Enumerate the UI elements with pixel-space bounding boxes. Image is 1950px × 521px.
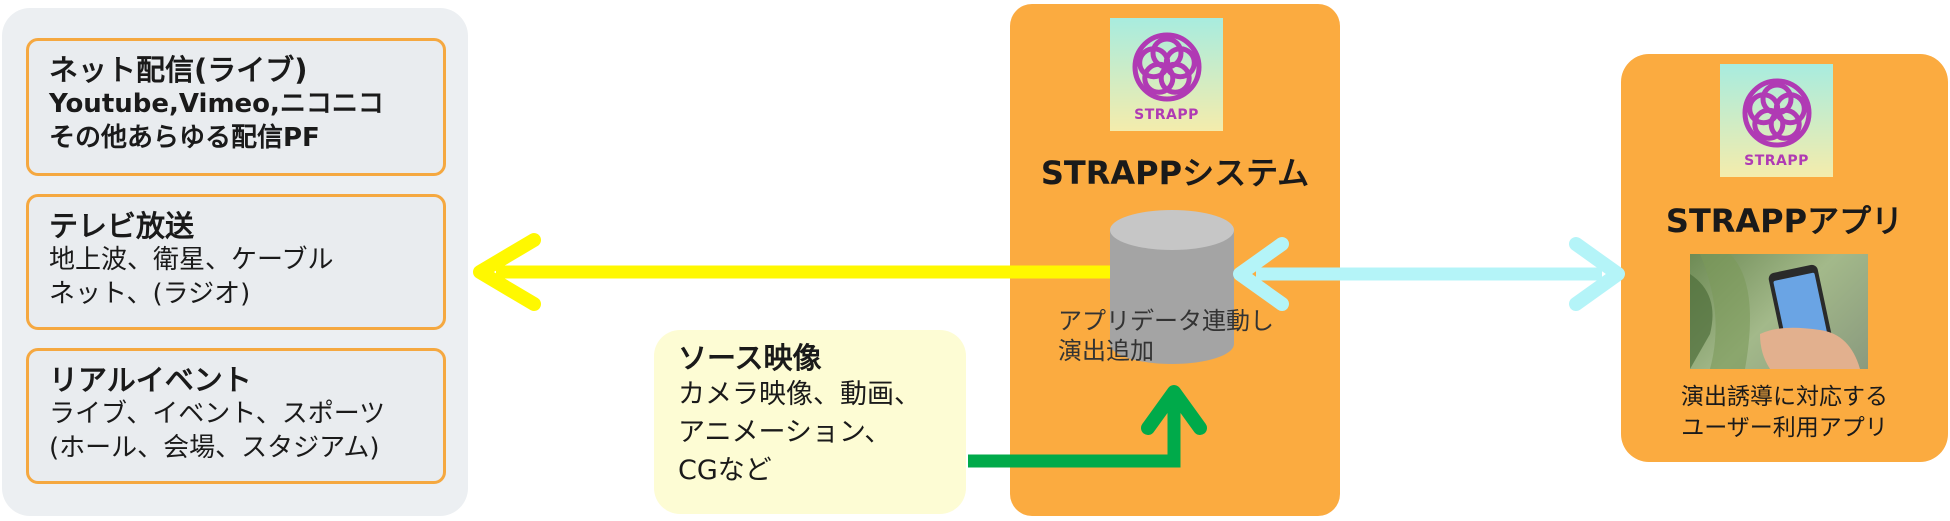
source-line-2: アニメーション、 [678,417,892,448]
strapp-app-caption-line-1: 演出誘導に対応する [1681,384,1888,410]
strapp-app-logo-text: STRAPP [1744,153,1809,169]
card-title-net-streaming: ネット配信(ライブ) [49,53,308,87]
phone-in-hand-icon [1690,254,1860,369]
card-tv-broadcast: テレビ放送 地上波、衛星、ケーブル ネット、(ラジオ) [26,194,446,330]
strapp-system-caption-line-2: 演出追加 [1058,337,1154,365]
source-line-1: カメラ映像、動画、 [678,379,921,410]
card-real-event: リアルイベント ライブ、イベント、スポーツ (ホール、会場、スタジアム) [26,348,446,484]
cyan-bidirectional-arrow [1233,237,1625,311]
strapp-app-caption-line-2: ユーザー利用アプリ [1681,415,1888,441]
strapp-system-caption-line-1: アプリデータ連動し [1058,307,1274,335]
strapp-system-logo-text: STRAPP [1134,107,1199,123]
strapp-app-title: STRAPPアプリ [1665,202,1904,240]
strapp-flower-icon [1132,32,1201,102]
source-line-3: CGなど [678,455,772,486]
card-net-streaming: ネット配信(ライブ) Youtube,Vimeo,ニコニコ その他あらゆる配信P… [26,38,446,176]
strapp-system-logo: STRAPP [1110,18,1223,131]
card-line-real-event-2: (ホール、会場、スタジアム) [49,433,380,463]
strapp-system-caption: アプリデータ連動し 演出追加 [1058,306,1274,366]
source-title: ソース映像 [678,341,822,375]
card-title-tv-broadcast: テレビ放送 [49,209,195,243]
card-line-tv-broadcast-2: ネット、(ラジオ) [49,279,251,309]
card-line-net-streaming-1: Youtube,Vimeo,ニコニコ [49,89,384,119]
strapp-app-logo: STRAPP [1720,64,1833,177]
strapp-system-title: STRAPPシステム [1040,154,1310,192]
yellow-arrow-to-outputs [473,233,1110,311]
source-video-box: ソース映像 カメラ映像、動画、 アニメーション、 CGなど [654,330,966,514]
card-title-real-event: リアルイベント [49,363,252,397]
strapp-app-caption: 演出誘導に対応する ユーザー利用アプリ [1621,382,1948,444]
smartphone-photo [1690,254,1868,369]
database-icon [1110,210,1234,364]
card-line-tv-broadcast-1: 地上波、衛星、ケーブル [49,245,334,275]
card-line-real-event-1: ライブ、イベント、スポーツ [49,399,386,429]
strapp-flower-icon [1742,78,1811,148]
green-arrow-from-source [968,385,1207,468]
card-line-net-streaming-2: その他あらゆる配信PF [49,123,320,153]
